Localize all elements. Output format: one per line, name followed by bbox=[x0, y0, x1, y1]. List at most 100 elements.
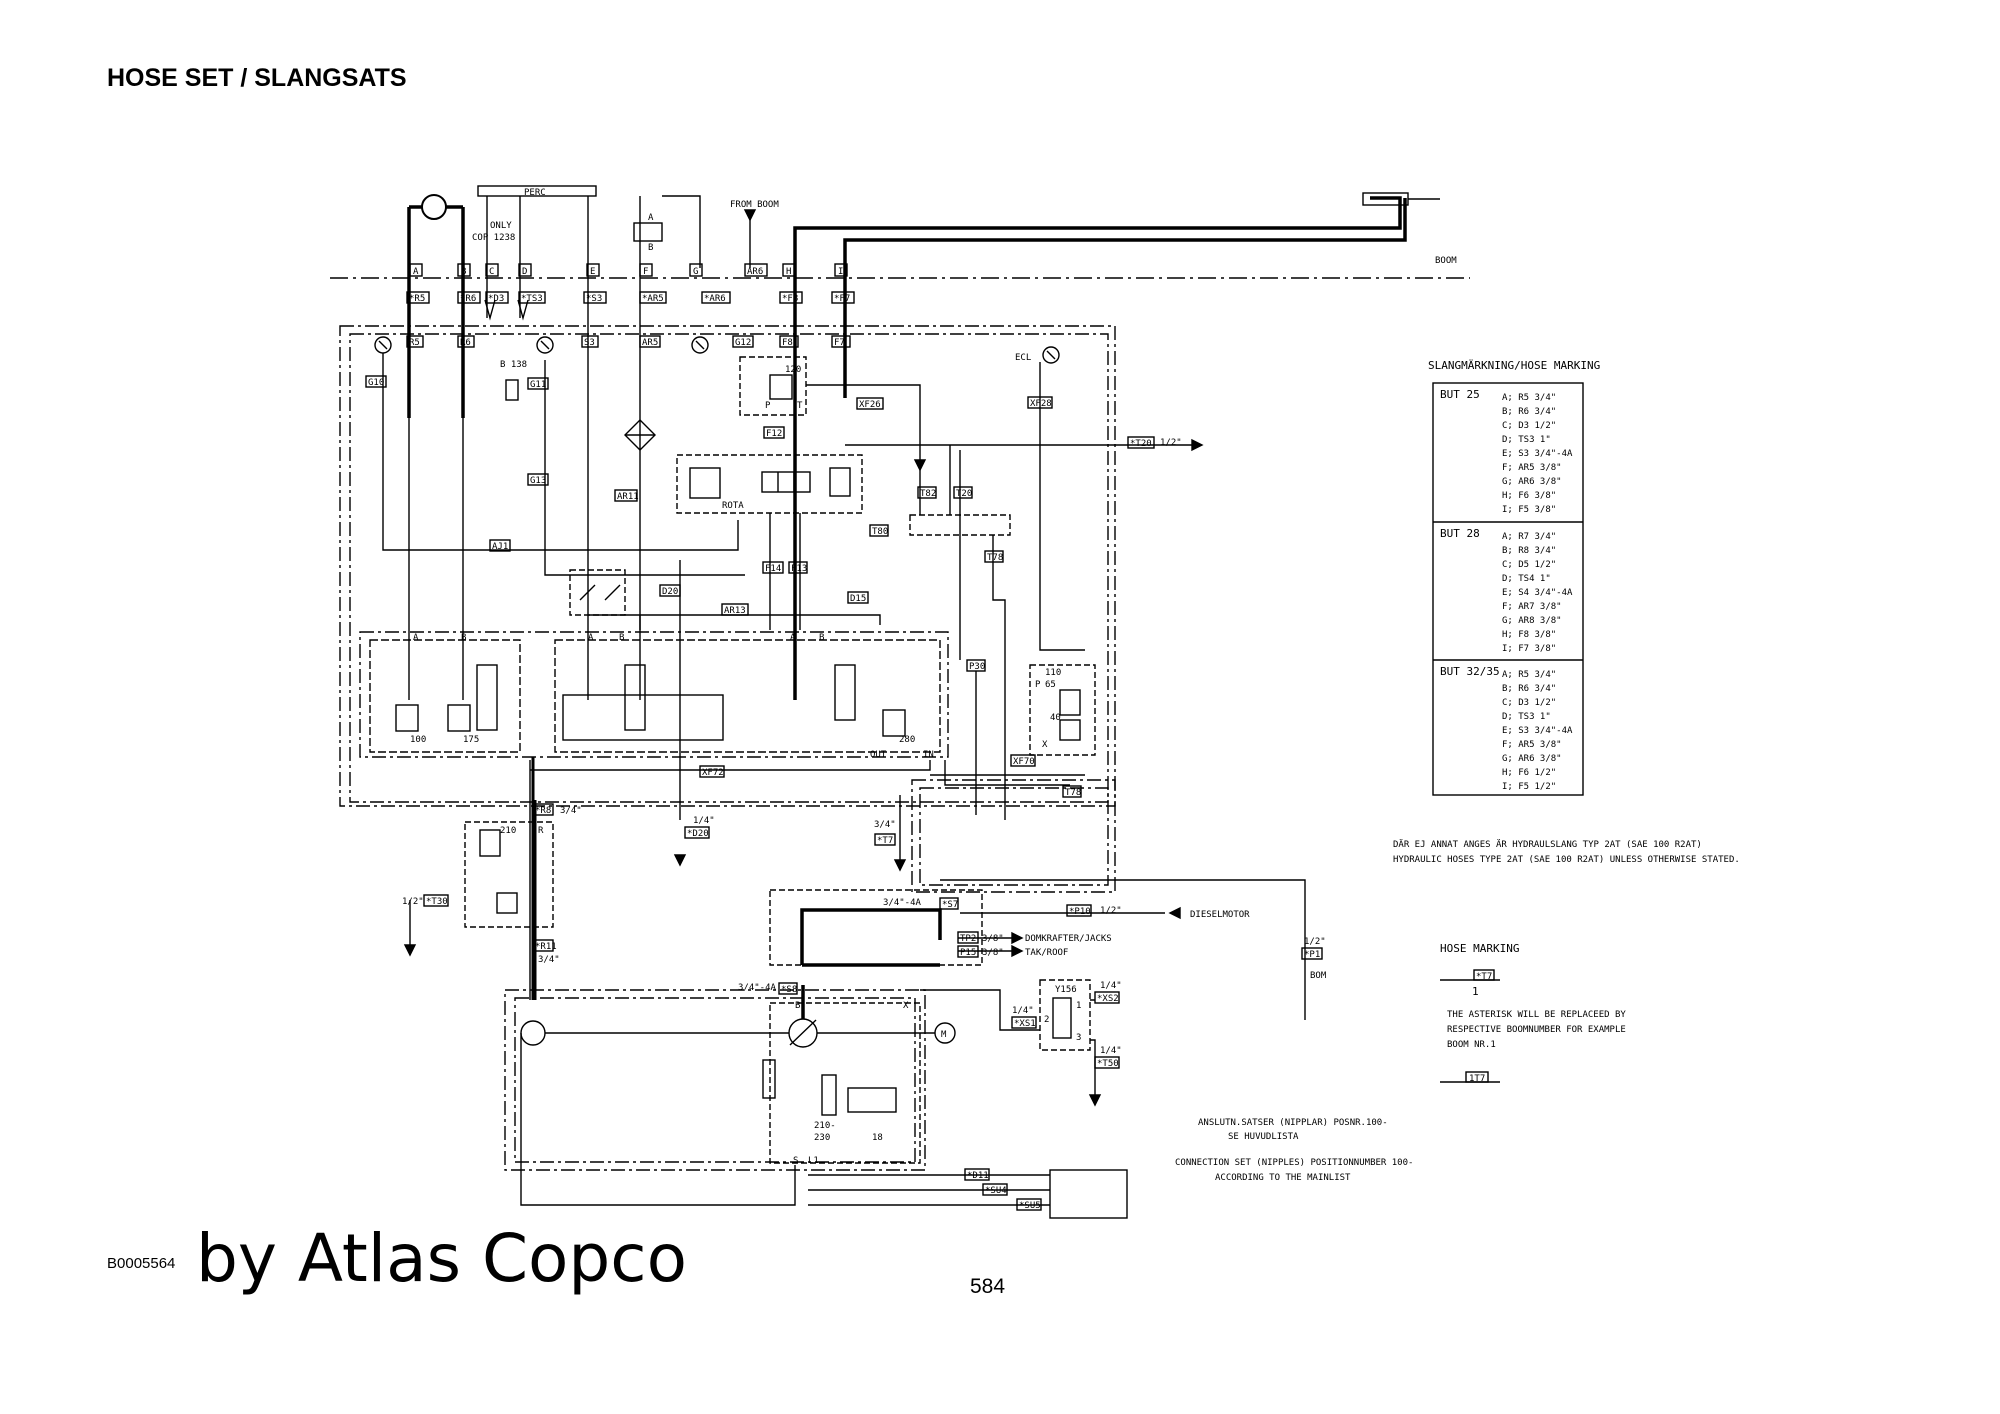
group-2-row: A; R5 3/4" bbox=[1502, 670, 1556, 680]
controller-lines bbox=[808, 1174, 1050, 1206]
valve-210-r: R bbox=[538, 826, 544, 836]
xs1-size: 1/4" bbox=[1012, 1006, 1034, 1016]
xf26-label: XF26 bbox=[859, 400, 881, 410]
xt30-size: 1/2" bbox=[402, 897, 424, 907]
xt20-size: 1/2" bbox=[1160, 438, 1182, 448]
d20-label: D20 bbox=[662, 587, 678, 597]
y156-port-2: 2 bbox=[1044, 1015, 1049, 1025]
vg2-b: B bbox=[619, 633, 624, 643]
p15-label: P15 bbox=[960, 948, 976, 958]
port-letter-row bbox=[409, 263, 848, 277]
dieselmotor-label: DIESELMOTOR bbox=[1190, 910, 1250, 920]
xr8-label: *R8 bbox=[535, 806, 551, 816]
xs8-box bbox=[778, 982, 798, 995]
hm-note-2: RESPECTIVE BOOMNUMBER FOR EXAMPLE bbox=[1447, 1025, 1626, 1035]
p10-arrow bbox=[1168, 906, 1181, 920]
directional-valve-1 bbox=[476, 664, 498, 731]
pump-l1-label: L1 bbox=[808, 1156, 819, 1166]
group-2-row: D; TS3 1" bbox=[1502, 712, 1551, 722]
p30-label: P30 bbox=[969, 662, 985, 672]
tag-r6: *R6 bbox=[460, 294, 476, 304]
vg1-a: A bbox=[413, 633, 419, 643]
p1-line bbox=[940, 879, 1306, 1020]
xd11-box bbox=[964, 1168, 990, 1181]
group-2-name: BUT 32/35 bbox=[1440, 665, 1500, 678]
xsu5-box bbox=[1016, 1198, 1042, 1211]
tp2-box bbox=[957, 931, 979, 944]
t-collector-lines bbox=[919, 445, 951, 515]
port-c: C bbox=[489, 267, 494, 277]
valve-110-x: X bbox=[1042, 740, 1048, 750]
xsu5-label: *SU5 bbox=[1019, 1201, 1041, 1211]
xp10-size: 1/2" bbox=[1100, 906, 1122, 916]
xr11-box bbox=[532, 939, 554, 952]
group-1-row: I; F7 3/8" bbox=[1502, 644, 1556, 654]
valve-175 bbox=[447, 704, 471, 732]
inner-f8: F8 bbox=[782, 338, 793, 348]
conn-note-3: CONNECTION SET (NIPPLES) POSITIONNUMBER … bbox=[1175, 1158, 1413, 1168]
inner-s3: S3 bbox=[584, 338, 595, 348]
xd20-box bbox=[684, 826, 710, 839]
spring-symbol bbox=[762, 1059, 776, 1099]
xs2-label: *XS2 bbox=[1097, 994, 1119, 1004]
rota-label: ROTA bbox=[722, 501, 744, 511]
hm-example-result: 1T7 bbox=[1469, 1074, 1485, 1084]
xs2-box bbox=[1094, 991, 1120, 1004]
group-2-row: E; S3 3/4"-4A bbox=[1502, 726, 1573, 736]
valve-210 bbox=[479, 829, 501, 857]
throttle-block bbox=[569, 569, 626, 616]
xt30-box bbox=[423, 894, 449, 907]
y156-port-1: 1 bbox=[1076, 1001, 1081, 1011]
xf28-label: XF28 bbox=[1030, 399, 1052, 409]
reg-230-label: 230 bbox=[814, 1133, 830, 1143]
xsu4-box bbox=[982, 1183, 1008, 1196]
xf26-box bbox=[856, 397, 884, 410]
from-boom-arrow bbox=[743, 209, 757, 222]
t78b-box bbox=[1062, 785, 1082, 798]
port-g: G bbox=[693, 267, 698, 277]
valve-110-label: 110 bbox=[1045, 668, 1061, 678]
boom-label: BOOM bbox=[1435, 256, 1457, 266]
hose-table-body: BUT 25 A; R5 3/4" B; R6 3/4" C; D3 1/2" … bbox=[1440, 388, 1573, 792]
group-1-row: E; S4 3/4"-4A bbox=[1502, 588, 1573, 598]
port-d: D bbox=[522, 267, 527, 277]
f14-box bbox=[762, 561, 784, 574]
group-1-row: G; AR8 3/8" bbox=[1502, 616, 1562, 626]
tag-f7: *F7 bbox=[834, 294, 850, 304]
xt7-box bbox=[874, 833, 896, 846]
group-1-row: F; AR7 3/8" bbox=[1502, 602, 1562, 612]
t20-arrow bbox=[1191, 438, 1204, 452]
xsu4-label: *SU4 bbox=[985, 1186, 1007, 1196]
y156-box bbox=[1039, 979, 1091, 1051]
from-boom-label: FROM BOOM bbox=[730, 200, 779, 210]
inner-f7: F7 bbox=[834, 338, 845, 348]
y156-valve bbox=[1052, 997, 1072, 1039]
t78a-label: T78 bbox=[987, 553, 1003, 563]
rotation-motor-hoses bbox=[407, 205, 465, 418]
valve-120-box bbox=[739, 356, 807, 416]
d15-box bbox=[847, 591, 869, 604]
hm-note-1: THE ASTERISK WILL BE REPLACEED BY bbox=[1447, 1010, 1626, 1020]
b138-sensor bbox=[505, 379, 519, 401]
directional-valve-2 bbox=[624, 664, 646, 731]
xt50-size: 1/4" bbox=[1100, 1046, 1122, 1056]
group-2-row: I; F5 1/2" bbox=[1502, 782, 1556, 792]
valve-175-label: 175 bbox=[463, 735, 479, 745]
f14-label: F14 bbox=[765, 564, 781, 574]
perc-label: PERC bbox=[524, 188, 546, 198]
main-pump-variable-arrow bbox=[789, 1019, 817, 1046]
ar11-label: AR11 bbox=[617, 492, 639, 502]
p15-box bbox=[957, 945, 979, 958]
jacks-label: DOMKRAFTER/JACKS bbox=[1025, 934, 1112, 944]
ar13-label: AR13 bbox=[724, 606, 746, 616]
xs8-size: 3/4"-4A bbox=[738, 983, 777, 993]
t20-box bbox=[953, 486, 973, 499]
valve-100-label: 100 bbox=[410, 735, 426, 745]
perc-box bbox=[477, 185, 597, 197]
document-number: B0005564 bbox=[107, 1255, 176, 1272]
group-2-row: B; R6 3/4" bbox=[1502, 684, 1556, 694]
port-a: A bbox=[413, 267, 419, 277]
only-note-1: ONLY bbox=[490, 221, 512, 231]
inner-g12: G12 bbox=[735, 338, 751, 348]
shuttle-valve bbox=[633, 222, 663, 242]
